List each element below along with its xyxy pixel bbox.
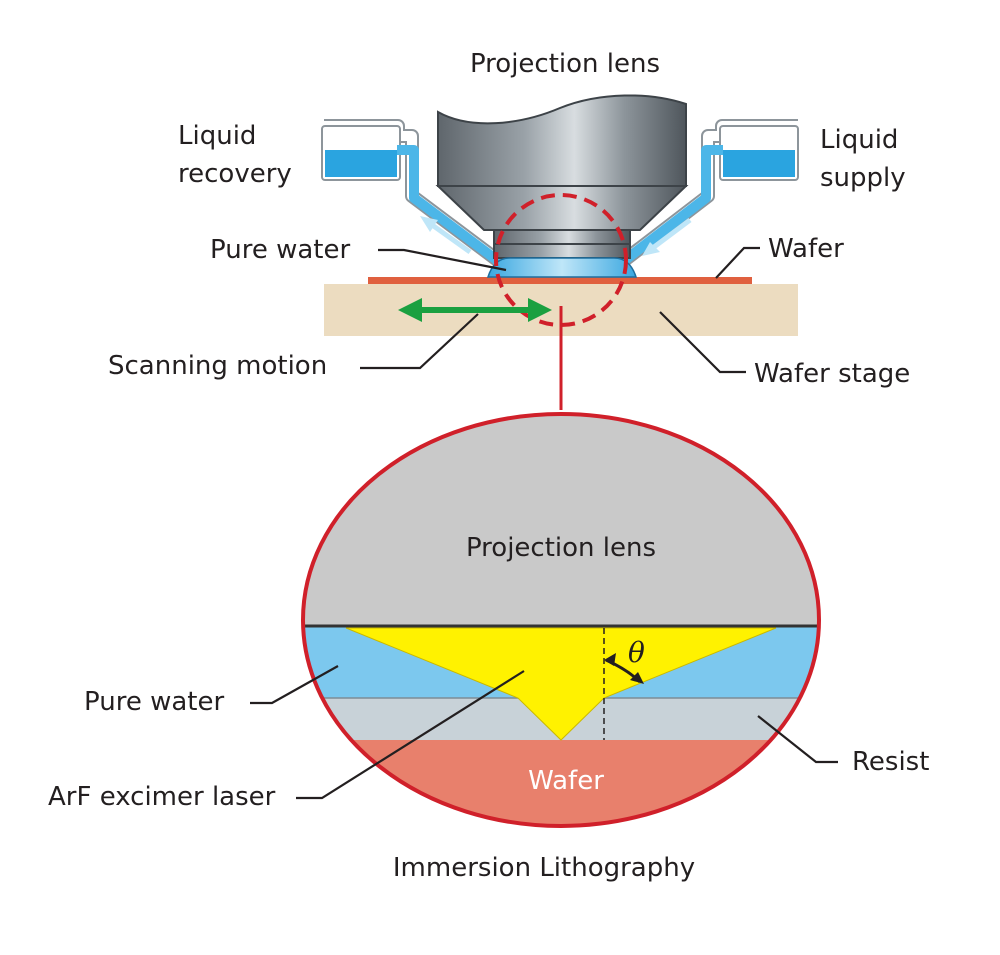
water-meniscus — [486, 257, 638, 278]
detail-wafer-label: Wafer — [528, 766, 604, 796]
theta-angle-arc — [604, 653, 644, 684]
liquid-supply-label-1: Liquid — [820, 125, 898, 155]
wafer-stage-label: Wafer stage — [754, 359, 910, 389]
resist-label: Resist — [852, 747, 929, 777]
liquid-recovery-label-1: Liquid — [178, 121, 256, 151]
recovery-flow-arrow — [426, 219, 472, 255]
wafer-label: Wafer — [768, 234, 844, 264]
wafer-leader — [715, 246, 760, 279]
resist-leader — [757, 715, 838, 764]
liquid-supply-label-2: supply — [820, 163, 906, 193]
scanning-motion-arrow — [398, 298, 552, 322]
detail-view-outline — [301, 412, 821, 828]
theta-symbol: θ — [628, 636, 645, 669]
liquid-recovery-label-2: recovery — [178, 159, 292, 189]
pure-water-label: Pure water — [210, 235, 350, 265]
detail-pure-water-leader — [250, 665, 339, 705]
wafer-stage-leader — [659, 311, 746, 374]
projection-lens-label: Projection lens — [470, 49, 660, 79]
arf-laser-beam — [345, 627, 777, 741]
scanning-motion-label: Scanning motion — [108, 351, 327, 381]
liquid-supply-assembly — [616, 119, 799, 268]
arf-laser-label: ArF excimer laser — [48, 782, 276, 812]
arf-laser-leader — [296, 670, 525, 800]
liquid-recovery-assembly — [321, 119, 505, 268]
detail-projection-lens-label: Projection lens — [466, 533, 656, 563]
diagram-title: Immersion Lithography — [393, 853, 695, 883]
supply-flow-arrow — [648, 218, 692, 252]
scanning-motion-leader — [360, 313, 479, 370]
detail-pure-water-label: Pure water — [84, 687, 224, 717]
wafer-strip — [368, 277, 752, 284]
detail-lens-region — [303, 414, 819, 626]
pure-water-leader — [378, 248, 507, 272]
